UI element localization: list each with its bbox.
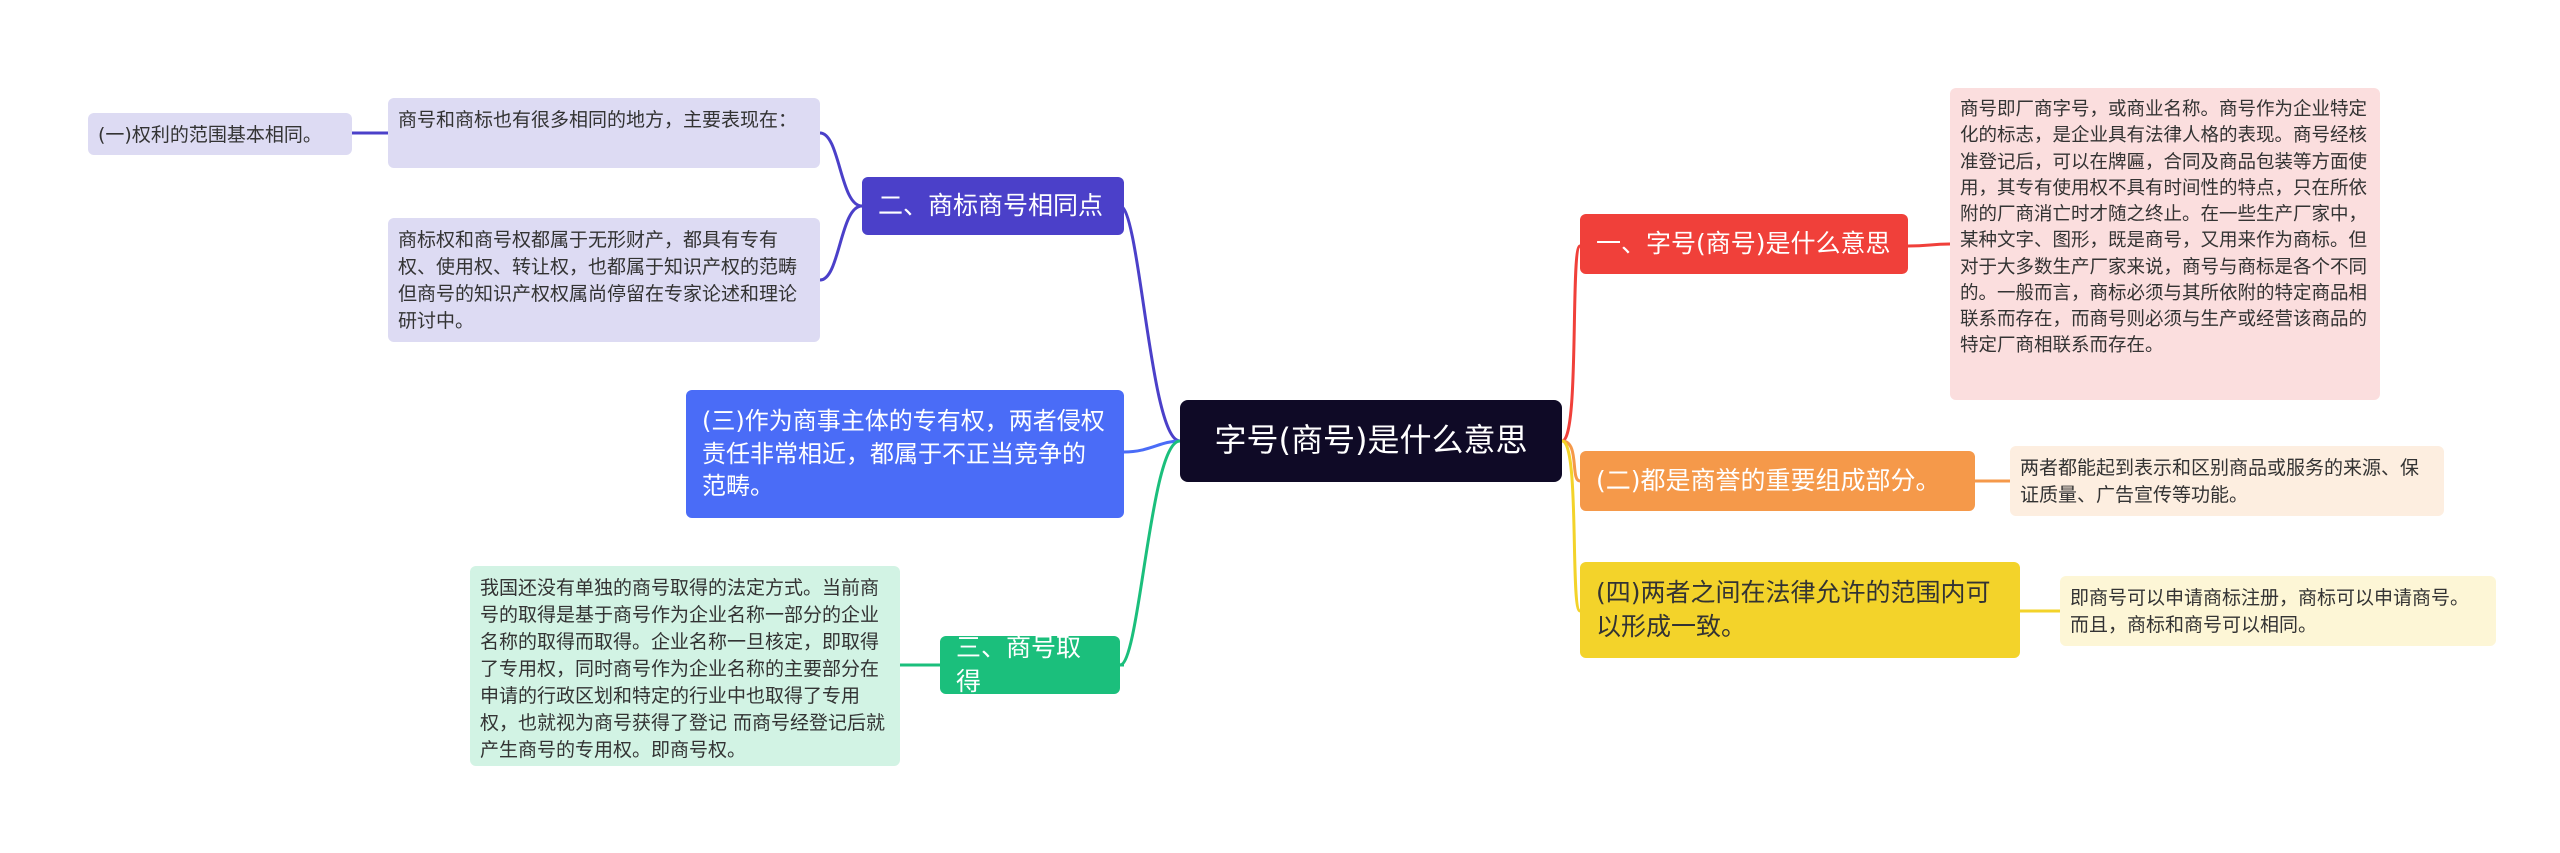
- connector-line: [1119, 439, 1181, 667]
- topic-meaning[interactable]: 一、字号(商号)是什么意思: [1580, 214, 1908, 274]
- leaf-meaning-detail[interactable]: 商号即厂商字号，或商业名称。商号作为企业特定化的标志，是企业具有法律人格的表现。…: [1950, 88, 2380, 400]
- connector-line: [1561, 439, 1581, 483]
- leaf-similarities-intro[interactable]: 商号和商标也有很多相同的地方，主要表现在：: [388, 98, 820, 168]
- root-topic[interactable]: 字号(商号)是什么意思: [1180, 400, 1562, 482]
- topic-goodwill[interactable]: (二)都是商誉的重要组成部分。: [1580, 451, 1975, 511]
- leaf-intangible-property[interactable]: 商标权和商号权都属于无形财产，都具有专有权、使用权、转让权，也都属于知识产权的范…: [388, 218, 820, 342]
- connector-line: [1560, 244, 1582, 443]
- topic-acquiring-trade-name[interactable]: 三、商号取得: [940, 633, 1120, 696]
- leaf-acquisition-method[interactable]: 我国还没有单独的商号取得的法定方式。当前商号的取得是基于商号作为企业名称一部分的…: [470, 566, 900, 766]
- leaf-goodwill-detail[interactable]: 两者都能起到表示和区别商品或服务的来源、保证质量、广告宣传等功能。: [2010, 446, 2444, 516]
- connector-line: [819, 131, 863, 208]
- leaf-consistency-detail[interactable]: 即商号可以申请商标注册，商标可以申请商号。而且，商标和商号可以相同。: [2060, 576, 2496, 646]
- connector-line: [1907, 242, 1951, 248]
- topic-consistency[interactable]: (四)两者之间在法律允许的范围内可以形成一致。: [1580, 562, 2020, 658]
- leaf-scope-of-rights[interactable]: (一)权利的范围基本相同。: [88, 113, 352, 155]
- topic-trademark-similarities[interactable]: 二、商标商号相同点: [862, 177, 1124, 235]
- topic-exclusive-rights[interactable]: (三)作为商事主体的专有权，两者侵权责任非常相近，都属于不正当竞争的范畴。: [686, 390, 1124, 518]
- connector-line: [819, 204, 863, 282]
- connector-line: [1561, 439, 1582, 613]
- connector-line: [1119, 204, 1181, 443]
